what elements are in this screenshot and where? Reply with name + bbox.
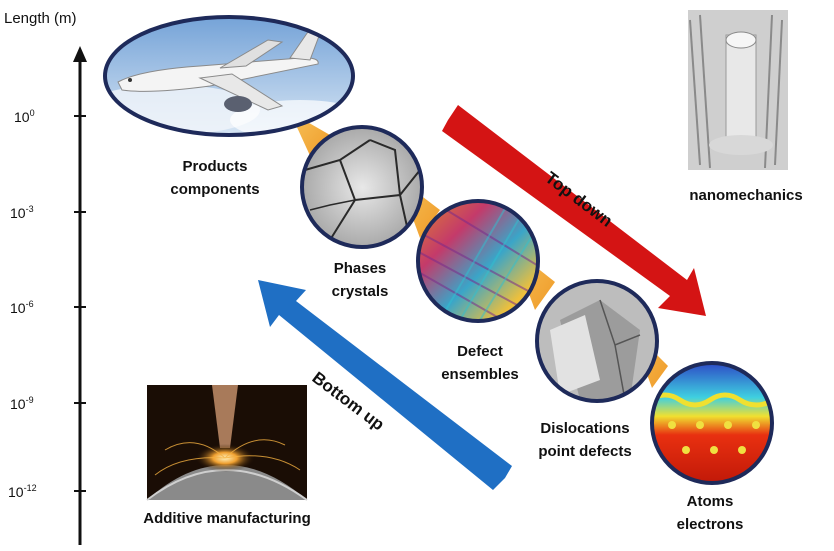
crystal-grains-image — [300, 125, 424, 249]
bottom-up-arrow — [258, 280, 512, 490]
tick-label: 100 — [14, 108, 35, 125]
airplane-image — [103, 15, 355, 137]
dislocations-image — [535, 279, 659, 403]
atoms-electrons-image — [650, 361, 774, 485]
tick-label: 10-6 — [10, 299, 34, 316]
axis-arrowhead — [73, 46, 87, 62]
tick-label: 10-3 — [10, 204, 34, 221]
tick-label: 10-9 — [10, 395, 34, 412]
defect-ensembles-image — [416, 199, 540, 323]
nanomechanics-label: nanomechanics — [689, 187, 803, 204]
tick-label: 10-12 — [8, 483, 37, 500]
nanomechanics-image — [688, 10, 788, 170]
additive-manufacturing-label: Additive manufacturing — [143, 510, 311, 527]
top-down-arrow — [442, 105, 706, 316]
axis-title: Length (m) — [4, 10, 77, 27]
additive-manufacturing-image — [146, 385, 308, 501]
